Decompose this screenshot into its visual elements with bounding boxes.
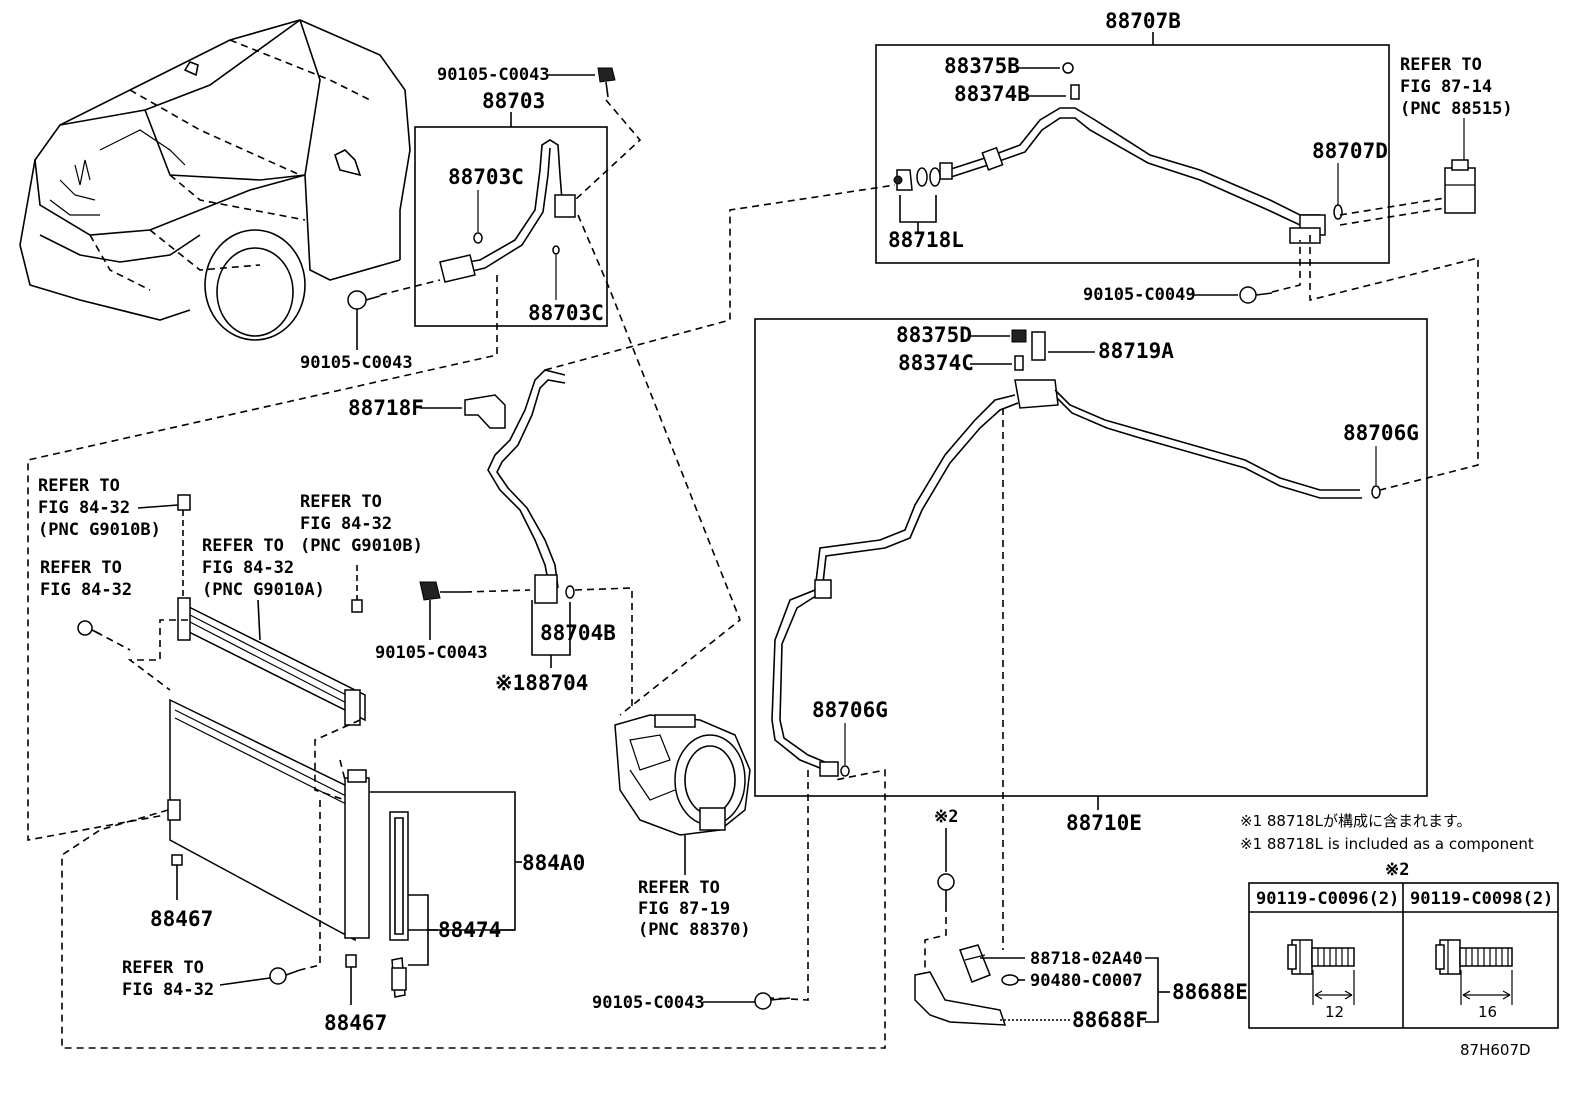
label-88374B: 88374B — [954, 82, 1030, 106]
bolt-90105-C0049: 90105-C0049 — [1083, 240, 1301, 305]
label-88704B: 88704B — [540, 621, 616, 645]
label-88707D: 88707D — [1312, 139, 1388, 163]
compressor: REFER TO FIG 87-19 (PNC 88370) — [614, 714, 751, 940]
bracket-88688E: ※2 88718-02A40 90480-C0007 88688F 88688E — [914, 807, 1248, 1032]
ref-84-32-left-text-1: REFER TO — [40, 558, 122, 578]
label-88718-02A40: 88718-02A40 — [1030, 949, 1143, 969]
label-88688E: 88688E — [1172, 980, 1248, 1004]
ref-g9010b-2-text-2: FIG 84-32 — [300, 514, 392, 534]
bolt-table-col1-length: 12 — [1325, 1003, 1344, 1021]
ref-g9010b-1-text-3: (PNC G9010B) — [38, 520, 161, 540]
label-90105-C0043-left: 90105-C0043 — [300, 353, 413, 373]
bolt-90105-C0043-bottom: 90105-C0043 — [592, 992, 791, 1013]
label-88375D: 88375D — [896, 323, 972, 347]
bolt-table-col2-length: 16 — [1478, 1003, 1497, 1021]
label-88704: ※188704 — [495, 671, 588, 695]
bolt-table-col1-part: 90119-C0096(2) — [1256, 889, 1399, 909]
label-88375B: 88375B — [944, 54, 1020, 78]
note1-english: ※1 88718L is included as a component — [1240, 835, 1534, 853]
label-90480-C0007: 90480-C0007 — [1030, 971, 1143, 991]
ref-87-14: REFER TO FIG 87-14 (PNC 88515) — [1309, 55, 1513, 491]
notes: ※1 88718Lが構成に含まれます。 ※1 88718L is include… — [1240, 812, 1534, 853]
label-90105-C0043-top: 90105-C0043 — [437, 65, 550, 85]
ref-87-19-text-2: FIG 87-19 — [638, 899, 730, 919]
ref-87-19-text-1: REFER TO — [638, 878, 720, 898]
ref-text-2: FIG 87-14 — [1400, 77, 1492, 97]
bolt-90105-C0043-left: 90105-C0043 — [300, 279, 441, 373]
label-88703C-b: 88703C — [528, 301, 604, 325]
assembly-88710E: 88375D 88374C 88719A 88706G 88706G 88710… — [754, 318, 1428, 1001]
bolt-16mm: 16 — [1435, 939, 1513, 1021]
label-88374C: 88374C — [898, 351, 974, 375]
label-88718L: 88718L — [888, 228, 964, 252]
bolt-12mm: 12 — [1287, 939, 1355, 1021]
label-88706G-left: 88706G — [812, 698, 888, 722]
ref-g9010b-2-text-1: REFER TO — [300, 492, 382, 512]
ref-87-19-text-3: (PNC 88370) — [638, 920, 751, 940]
label-88707B: 88707B — [1105, 9, 1181, 33]
label-90105-C0043-mid: 90105-C0043 — [375, 643, 488, 663]
label-88718F: 88718F — [348, 396, 424, 420]
label-88719A: 88719A — [1098, 339, 1174, 363]
label-88706G-right: 88706G — [1343, 421, 1419, 445]
ref-g9010b-1-text-1: REFER TO — [38, 476, 120, 496]
hose-88704: 88718F 88704B ※188704 — [348, 184, 896, 710]
label-90105-C0043-bottom: 90105-C0043 — [592, 993, 705, 1013]
ref-84-32-left-text-2: FIG 84-32 — [40, 580, 132, 600]
ref-84-32-bottom-text-1: REFER TO — [122, 958, 204, 978]
ref-text-1: REFER TO — [1400, 55, 1482, 75]
ref-g9010a-text-2: FIG 84-32 — [202, 558, 294, 578]
ref-84-32-bottom-text-2: FIG 84-32 — [122, 980, 214, 1000]
ref-g9010b-1-text-2: FIG 84-32 — [38, 498, 130, 518]
label-88703: 88703 — [482, 89, 545, 113]
note2-mark: ※2 — [934, 807, 958, 827]
assembly-88703: 90105-C0043 88703 88703C 88703C — [27, 65, 741, 841]
bolt-table-col2-part: 90119-C0098(2) — [1410, 889, 1553, 909]
condenser-group: REFER TO FIG 84-32 (PNC G9010B) REFER TO… — [38, 476, 886, 1049]
label-88703C-a: 88703C — [448, 165, 524, 189]
vehicle-illustration — [19, 19, 411, 341]
label-88474: 88474 — [438, 918, 501, 942]
diagram-code: 87H607D — [1460, 1041, 1531, 1059]
label-88710E: 88710E — [1066, 811, 1142, 835]
ref-g9010a-text-1: REFER TO — [202, 536, 284, 556]
note1-japanese: ※1 88718Lが構成に含まれます。 — [1240, 812, 1471, 830]
assembly-88707B: 88707B 88375B 88374B 88718L 88707D — [875, 9, 1390, 264]
ref-g9010a-text-3: (PNC G9010A) — [202, 580, 325, 600]
label-884A0: 884A0 — [522, 851, 585, 875]
label-88688F: 88688F — [1072, 1008, 1148, 1032]
label-90105-C0049: 90105-C0049 — [1083, 285, 1196, 305]
label-88467-a: 88467 — [150, 907, 213, 931]
bolt-table: ※2 90119-C0096(2) 90119-C0098(2) 12 — [1248, 860, 1559, 1029]
ref-text-3: (PNC 88515) — [1400, 99, 1513, 119]
label-88467-b: 88467 — [324, 1011, 387, 1035]
bolt-90105-C0043-mid: 90105-C0043 — [375, 581, 531, 663]
ref-g9010b-2-text-3: (PNC G9010B) — [300, 536, 423, 556]
bolt-table-mark: ※2 — [1385, 860, 1409, 880]
